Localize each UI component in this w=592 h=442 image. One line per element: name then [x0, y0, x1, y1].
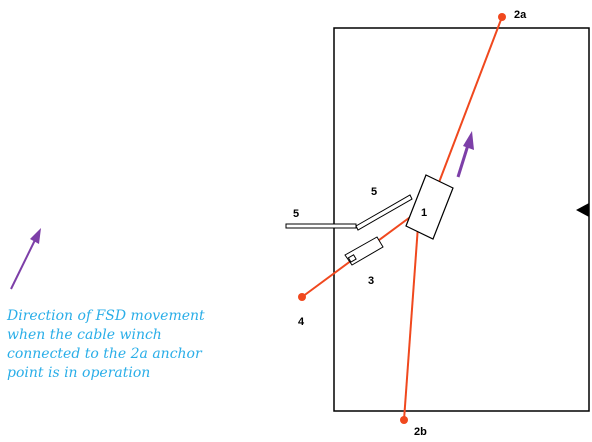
anchor-point-4	[298, 293, 306, 301]
plate-right	[355, 194, 413, 231]
cable-to-2a	[429, 16, 503, 207]
edge-marker-triangle	[576, 203, 589, 217]
anchor-point-2a	[498, 13, 506, 21]
cable-to-2b	[403, 225, 419, 421]
label-2b: 2b	[414, 426, 427, 438]
label-3: 3	[368, 275, 374, 287]
plate-left	[285, 223, 357, 229]
movement-arrow	[456, 131, 474, 178]
legend-caption: Direction of FSD movement when the cable…	[7, 308, 205, 381]
label-5-left: 5	[293, 208, 299, 220]
area-boundary	[333, 27, 590, 412]
label-4: 4	[298, 316, 305, 328]
legend-arrow	[10, 228, 41, 290]
label-2a: 2a	[514, 9, 527, 21]
anchor-point-2b	[400, 416, 408, 424]
component-3	[344, 236, 384, 266]
device-1	[405, 174, 454, 240]
label-1: 1	[421, 207, 427, 219]
label-5-right: 5	[371, 186, 377, 198]
